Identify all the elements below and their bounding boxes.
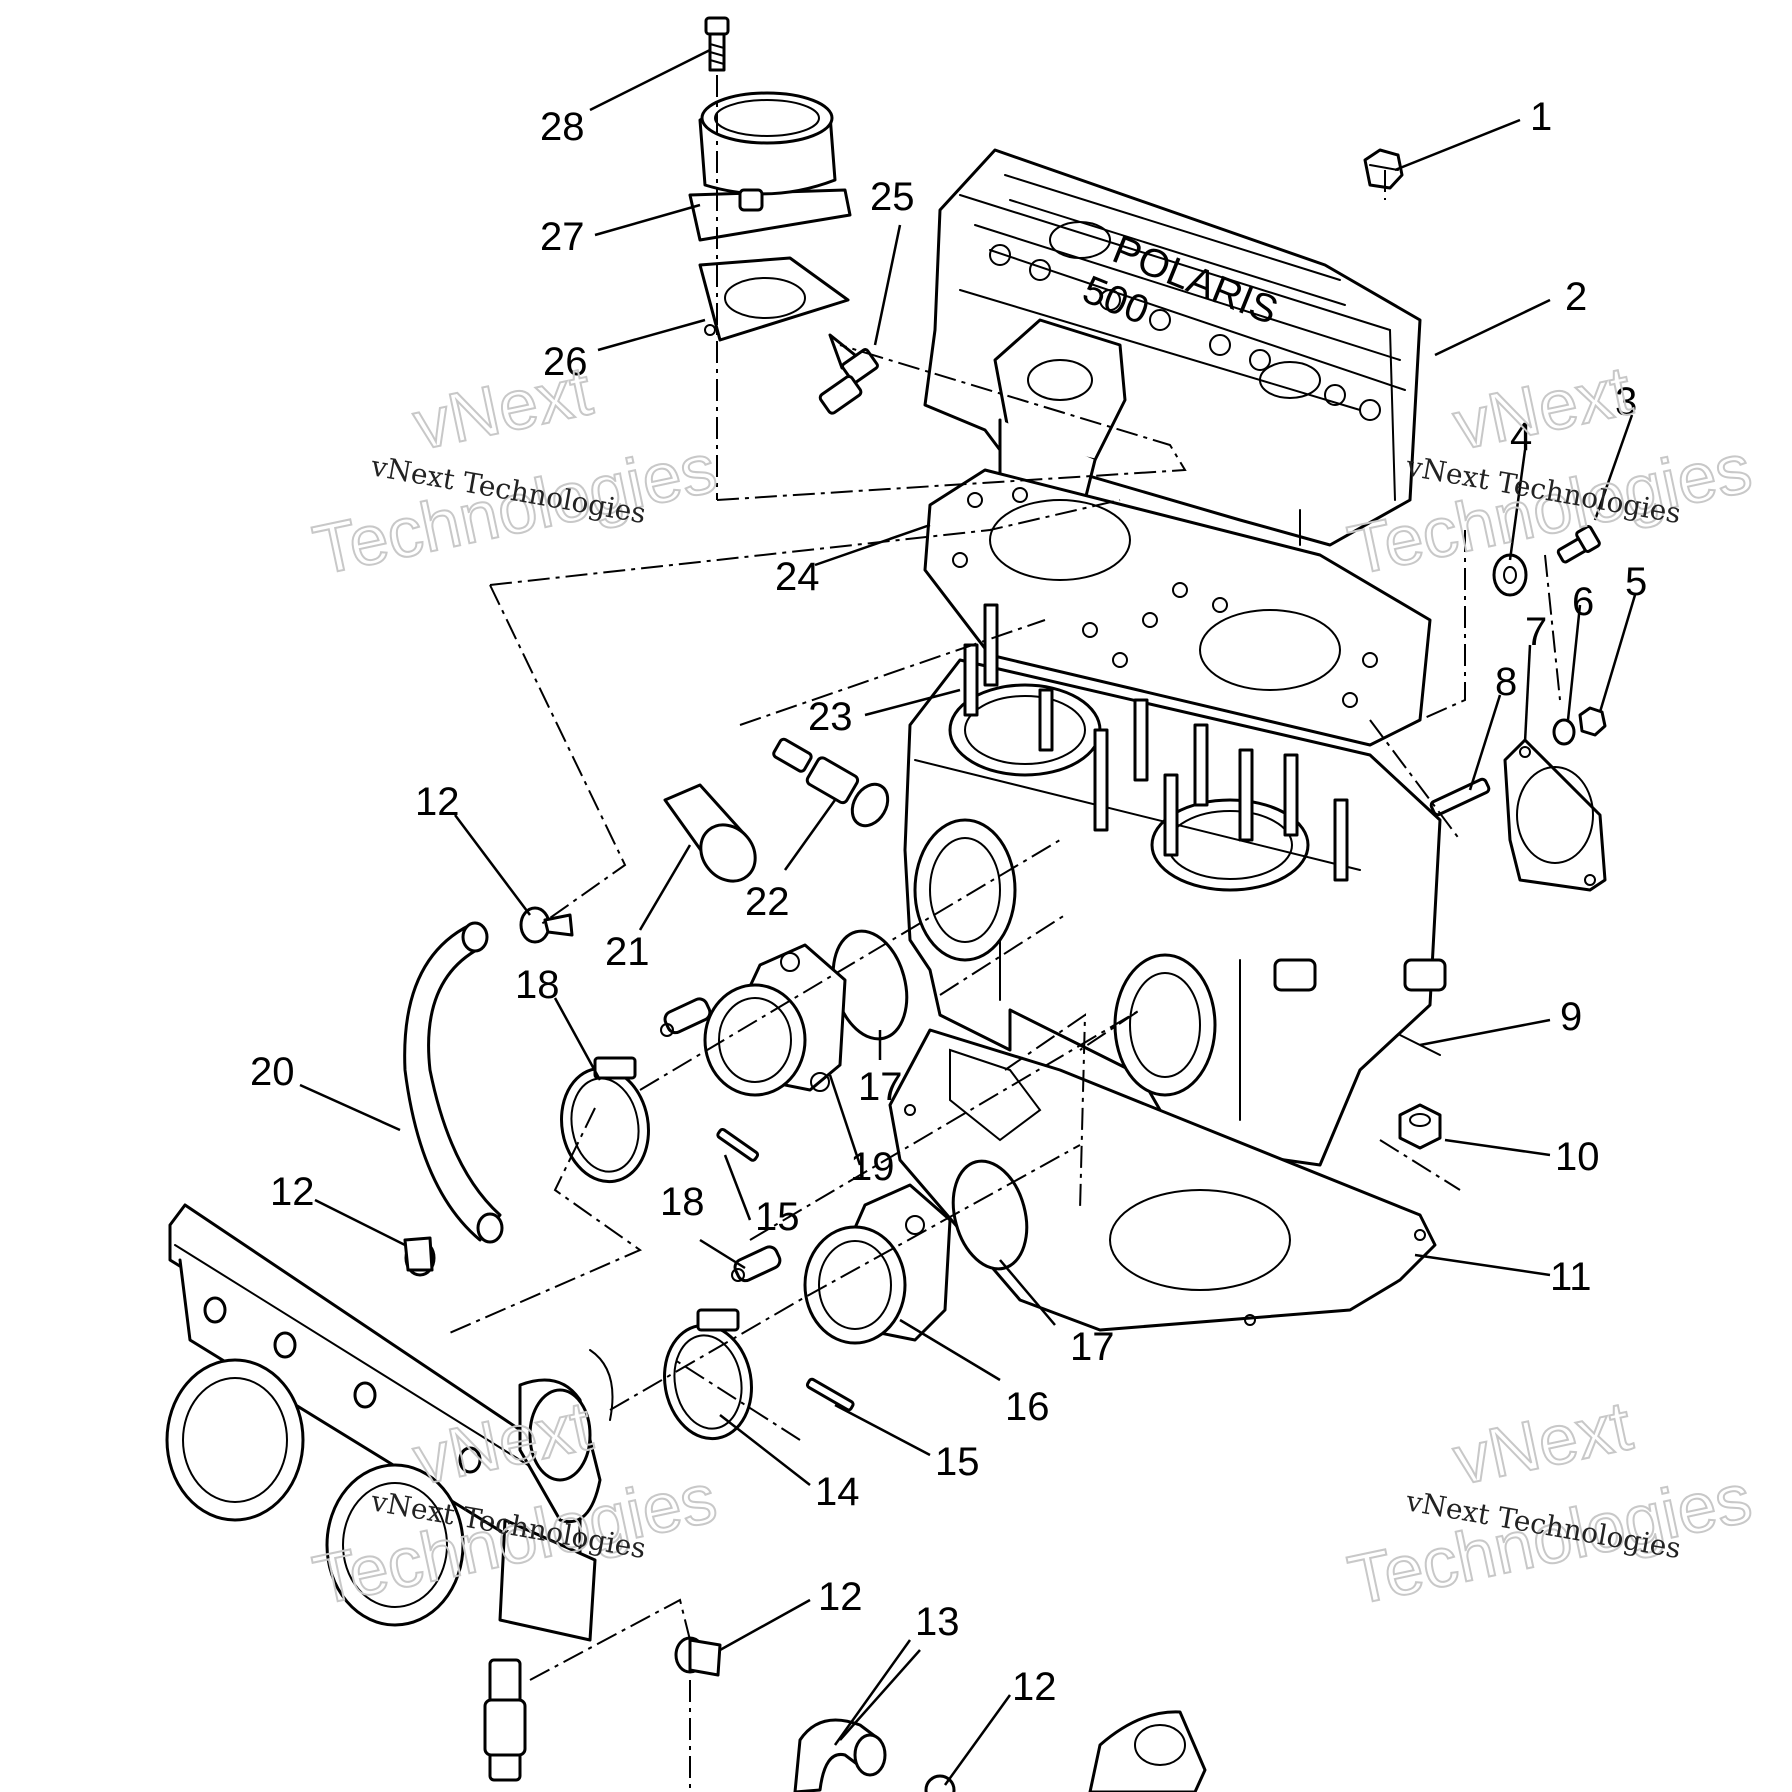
callout-2: 2 <box>1565 275 1587 319</box>
callout-18-b: 18 <box>660 1180 705 1224</box>
part-12-clamp-d <box>924 1774 956 1792</box>
part-22-sensor <box>772 737 890 828</box>
part-25-fitting <box>818 333 879 415</box>
callout-14: 14 <box>815 1470 860 1514</box>
callout-23: 23 <box>808 695 853 739</box>
callout-12-d: 12 <box>1012 1665 1057 1709</box>
callout-9: 9 <box>1560 995 1582 1039</box>
part-18-bolt-upper <box>660 997 712 1037</box>
callout-22: 22 <box>745 880 790 924</box>
callout-15-b: 15 <box>935 1440 980 1484</box>
part-8-stud <box>1429 777 1491 817</box>
throttle-body-assembly <box>165 1203 614 1782</box>
callout-25: 25 <box>870 175 915 219</box>
part-19-intake-flange <box>703 943 847 1097</box>
callout-labels: 1 2 3 4 5 6 7 8 9 10 11 12 12 12 12 13 1… <box>250 95 1647 1709</box>
part-13-hose <box>793 1718 887 1792</box>
callout-8: 8 <box>1495 660 1517 704</box>
leader-lines <box>299 48 1637 1786</box>
svg-text:vNext: vNext <box>407 351 598 464</box>
callout-19: 19 <box>850 1145 895 1189</box>
part-1-nut <box>1363 148 1404 190</box>
callout-20: 20 <box>250 1050 295 1094</box>
callout-13: 13 <box>915 1600 960 1644</box>
part-16-intake-flange <box>803 1183 952 1345</box>
svg-text:vNext: vNext <box>1447 351 1638 464</box>
part-28-bolt <box>704 16 730 72</box>
callout-1: 1 <box>1530 95 1552 139</box>
callout-16: 16 <box>1005 1385 1050 1429</box>
part-15-screw-lower <box>805 1377 855 1412</box>
part-20-hose <box>403 921 504 1244</box>
part-23-cylinder-block <box>903 603 1447 1167</box>
watermark-upper-left: vNext Technologies vNext Technologies <box>306 350 724 590</box>
callout-12-b: 12 <box>270 1170 315 1214</box>
callout-24: 24 <box>775 555 820 599</box>
svg-text:vNext: vNext <box>1447 1386 1638 1499</box>
callout-17-a: 17 <box>858 1065 903 1109</box>
callout-15-a: 15 <box>755 1195 800 1239</box>
part-14-clamp-upper <box>560 1056 650 1184</box>
callout-7: 7 <box>1525 610 1547 654</box>
callout-4: 4 <box>1510 415 1532 459</box>
part-27-thermostat-cover <box>688 91 852 242</box>
part-21-fitting <box>663 783 757 883</box>
part-12-clamp-b <box>403 1236 436 1277</box>
part-6-washer <box>1552 718 1576 746</box>
callout-11: 11 <box>1550 1255 1592 1299</box>
part-12-clamp-a <box>519 906 574 944</box>
callout-21: 21 <box>605 930 650 974</box>
callout-18-a: 18 <box>515 963 560 1007</box>
part-5-nut <box>1578 706 1607 737</box>
part-15-screw-upper <box>716 1127 760 1162</box>
callout-3: 3 <box>1615 380 1637 424</box>
callout-12-a: 12 <box>415 780 460 824</box>
part-7-exhaust-gasket <box>1503 738 1607 892</box>
callout-6: 6 <box>1572 580 1594 624</box>
part-17-o-ring-lower <box>951 1159 1029 1271</box>
part-12-clamp-c <box>674 1636 722 1677</box>
callout-5: 5 <box>1625 560 1647 604</box>
part-26-gasket <box>698 256 850 342</box>
callout-10: 10 <box>1555 1135 1600 1179</box>
callout-27: 27 <box>540 215 585 259</box>
part-3-screw <box>1556 525 1601 564</box>
callout-26: 26 <box>543 340 588 384</box>
callout-28: 28 <box>540 105 585 149</box>
assembly-centerlines <box>444 75 1561 1792</box>
part-4-washer <box>1492 553 1528 597</box>
bottom-partial-component <box>1088 1710 1207 1792</box>
part-10-nut <box>1398 1103 1442 1150</box>
callout-17-b: 17 <box>1070 1325 1115 1369</box>
callout-12-c: 12 <box>818 1575 863 1619</box>
part-14-clamp-lower <box>663 1308 753 1441</box>
watermark-lower-right: vNext Technologies vNext Technologies <box>1341 1385 1759 1620</box>
part-18-bolt-lower <box>731 1245 782 1283</box>
